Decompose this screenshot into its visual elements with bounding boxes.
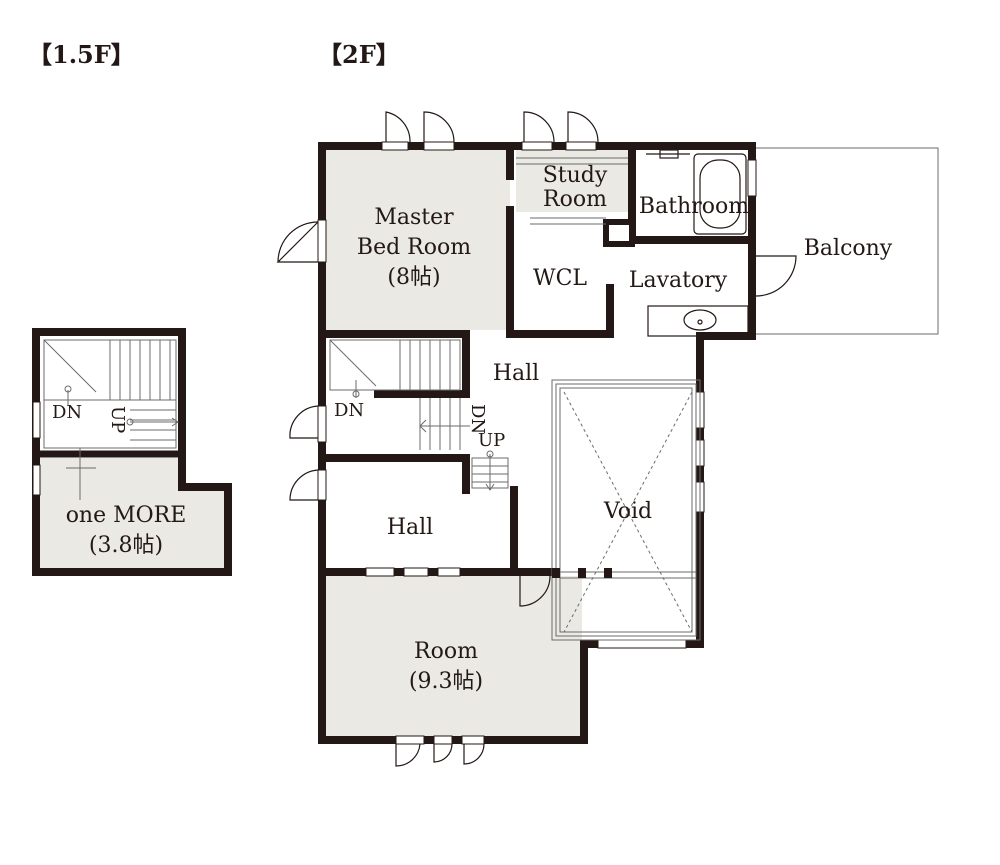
dn-right-label: DN	[467, 404, 488, 434]
dn-left-label: DN	[334, 400, 364, 421]
void-label: Void	[603, 499, 652, 524]
study-line1: Study	[543, 163, 608, 188]
void-frame	[551, 379, 701, 641]
room-name: Room	[414, 639, 478, 664]
up-label-2f: UP	[478, 430, 505, 451]
bathroom-label: Bathroom	[639, 194, 749, 219]
master-bed-size: (8帖)	[387, 265, 440, 290]
heading-1-5f: 【1.5F】	[28, 40, 135, 69]
study-line2: Room	[543, 187, 607, 212]
plan-2f: Master Bed Room (8帖) Study Room Bathroom…	[276, 111, 939, 767]
pillar	[603, 219, 635, 247]
lavatory-label: Lavatory	[629, 268, 728, 293]
master-bed-line2: Bed Room	[357, 235, 471, 260]
wcl-label: WCL	[533, 266, 587, 291]
window	[32, 464, 41, 496]
dn-label: DN	[52, 402, 82, 423]
master-bed-fill	[326, 150, 510, 330]
heading-2f: 【2F】	[318, 40, 400, 69]
study-shelves	[516, 157, 628, 225]
master-bed-line1: Master	[374, 205, 454, 230]
up-label: UP	[107, 406, 128, 433]
door-swings	[276, 111, 797, 767]
one-more-name: one MORE	[66, 503, 187, 528]
bathtub	[646, 149, 747, 235]
stairs	[43, 339, 179, 500]
study-room-fill	[516, 150, 628, 212]
one-more-outer-wall	[32, 328, 232, 576]
room-size: (9.3帖)	[409, 669, 483, 694]
window	[32, 401, 41, 439]
void-posts	[552, 568, 612, 578]
plan-1-5f: DN UP one MORE (3.8帖)	[32, 328, 232, 576]
room-fill	[326, 576, 582, 736]
hall-upper-label: Hall	[493, 361, 539, 386]
one-more-size: (3.8帖)	[89, 533, 163, 558]
hall-lower-label: Hall	[387, 515, 433, 540]
balcony-label: Balcony	[804, 236, 893, 261]
stairs-2f	[329, 339, 509, 491]
washbasin	[647, 305, 749, 337]
